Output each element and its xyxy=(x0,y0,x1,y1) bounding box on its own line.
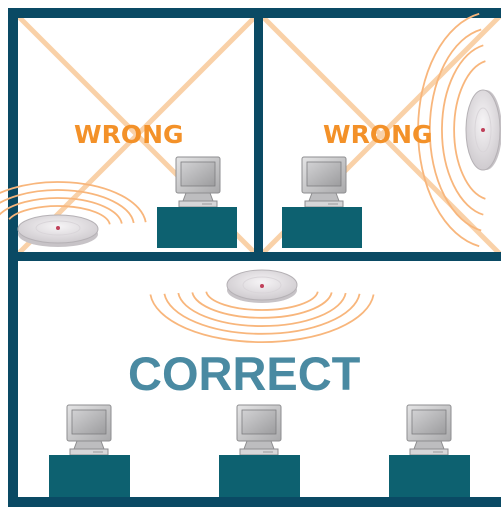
wrong-label-left: WRONG xyxy=(74,120,184,149)
computer-icon xyxy=(176,157,220,207)
computer-icon xyxy=(67,405,111,455)
correct-label: CORRECT xyxy=(128,346,360,401)
desk-icon xyxy=(389,455,470,497)
desk-icon xyxy=(219,455,300,497)
access-point-icon xyxy=(466,90,501,170)
computer-icon xyxy=(302,157,346,207)
access-point-icon xyxy=(18,215,98,247)
wrong-label-right: WRONG xyxy=(323,120,433,149)
desk-icon xyxy=(282,207,362,248)
access-point-icon xyxy=(227,270,297,303)
desk-icon xyxy=(49,455,130,497)
computer-icon xyxy=(407,405,451,455)
desk-icon xyxy=(157,207,237,248)
computer-icon xyxy=(237,405,281,455)
